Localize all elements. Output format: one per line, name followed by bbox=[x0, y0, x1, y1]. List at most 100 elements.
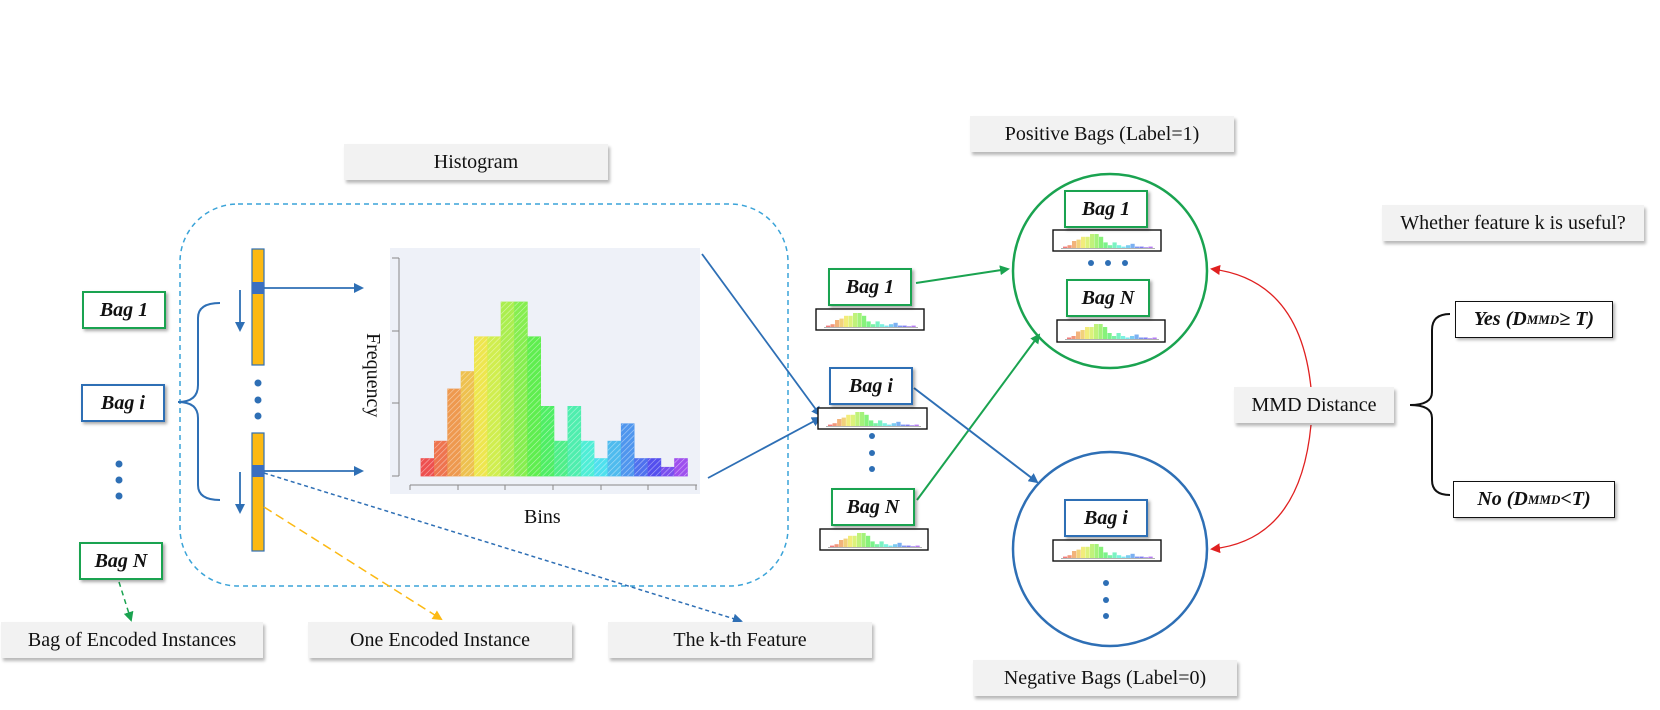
mini-histogram-bar bbox=[875, 321, 880, 327]
mini-histogram-bar bbox=[1094, 324, 1099, 339]
mini-histogram-bar bbox=[869, 420, 874, 426]
mini-histogram-bar bbox=[884, 544, 889, 547]
mini-histogram-bar bbox=[1143, 337, 1148, 339]
mini-histogram-bar bbox=[839, 540, 844, 547]
mini-histogram-bar bbox=[909, 425, 915, 426]
mini-histogram-bar bbox=[1076, 239, 1081, 248]
positive-bag-1: Bag 1 bbox=[1064, 190, 1148, 228]
mini-histogram-bar bbox=[907, 326, 912, 327]
mini-histogram-bar bbox=[1081, 546, 1086, 558]
mmd-arc-up bbox=[1210, 265, 1312, 389]
mini-histogram-bar bbox=[1130, 336, 1135, 339]
mini-histogram-bar bbox=[911, 325, 916, 327]
mini-histogram-bar bbox=[1098, 324, 1103, 339]
hist-to-bag-i-arrow-bottom bbox=[707, 417, 822, 479]
mini-histogram-bar bbox=[1134, 334, 1139, 339]
mini-histogram-bar bbox=[1108, 555, 1113, 558]
mini-histogram-bar bbox=[1085, 236, 1090, 248]
encoded-instance-bottom bbox=[251, 432, 265, 552]
mini-histogram-bar bbox=[1139, 556, 1144, 558]
mini-histogram-bar bbox=[1125, 337, 1130, 339]
mini-histogram-bar bbox=[848, 535, 853, 547]
mini-histogram-bar bbox=[1099, 236, 1104, 248]
mini-histogram-bar bbox=[900, 424, 906, 426]
mini-histogram-bar bbox=[839, 318, 844, 327]
mini-histogram-bar bbox=[1126, 555, 1131, 558]
histogram-bar-hatch bbox=[501, 302, 514, 476]
positive-bag-n: Bag N bbox=[1066, 279, 1150, 317]
mini-histogram-bar bbox=[880, 324, 885, 327]
mini-histogram-neg-i bbox=[1052, 539, 1162, 562]
left-bag-1: Bag 1 bbox=[82, 291, 166, 329]
mini-histogram-bar bbox=[1103, 327, 1108, 339]
positive-bags-caption: Positive Bags (Label=1) bbox=[970, 116, 1234, 152]
mini-histogram-bar bbox=[884, 325, 889, 327]
mini-histogram-bar bbox=[830, 545, 835, 547]
mini-histogram-bar bbox=[859, 412, 865, 426]
mini-histogram-bar bbox=[1121, 336, 1126, 339]
mini-histogram-bar bbox=[1135, 246, 1140, 248]
mini-histogram-bar bbox=[1063, 246, 1068, 248]
mini-histogram-bar bbox=[1121, 246, 1126, 248]
mini-histogram-bar bbox=[887, 424, 892, 426]
mini-histogram-bar bbox=[897, 542, 902, 547]
mini-histogram-bar bbox=[893, 322, 898, 327]
bins-axis-label: Bins bbox=[524, 506, 561, 528]
mini-histogram-bar bbox=[1117, 245, 1122, 248]
mini-histogram-bar bbox=[1085, 327, 1090, 339]
mini-histogram-bar bbox=[1067, 555, 1072, 558]
frequency-axis-label: Frequency bbox=[362, 333, 384, 418]
mini-histogram-mid-1 bbox=[815, 308, 925, 331]
mini-histogram-bar bbox=[1144, 557, 1149, 558]
mmd-arc-down bbox=[1210, 424, 1312, 554]
mini-histogram-bar bbox=[1072, 241, 1077, 248]
mini-histogram-bar bbox=[1117, 555, 1122, 558]
mini-histogram-bar bbox=[1112, 242, 1117, 248]
encoded-instance-top bbox=[251, 248, 265, 366]
histogram-bar-hatch bbox=[621, 423, 635, 476]
mini-histogram-bar bbox=[864, 414, 869, 426]
mini-histogram-bar bbox=[893, 544, 898, 547]
mini-histogram-bar bbox=[1076, 549, 1081, 558]
mini-histogram-bar bbox=[1116, 333, 1121, 339]
mini-histogram-bar bbox=[1112, 336, 1117, 339]
mini-histogram-bar bbox=[834, 544, 839, 547]
mini-histogram-bar bbox=[1152, 337, 1157, 339]
mini-histogram-bar bbox=[1076, 331, 1081, 339]
mini-histogram-bar bbox=[878, 420, 883, 426]
mini-histogram-bar bbox=[1144, 247, 1149, 248]
mini-histogram-bar bbox=[1072, 551, 1077, 558]
mini-histogram-bar bbox=[843, 538, 848, 547]
mini-histogram-bar bbox=[896, 421, 901, 426]
mini-histogram-bar bbox=[882, 423, 887, 426]
mini-histogram-bar bbox=[1094, 234, 1099, 248]
mini-histogram-bar bbox=[1148, 556, 1153, 558]
mini-histogram-bar bbox=[873, 423, 878, 426]
mini-histogram-bar bbox=[911, 546, 916, 547]
mini-histogram-bar bbox=[1126, 245, 1131, 248]
left-bag-i: Bag i bbox=[81, 384, 165, 422]
histogram-bar-hatch bbox=[581, 441, 594, 476]
histogram-bar-hatch bbox=[541, 406, 554, 476]
result-yes-suffix: ≥ T) bbox=[1559, 308, 1595, 330]
mini-histogram-bar bbox=[852, 535, 857, 547]
mini-histogram-bar bbox=[871, 324, 876, 327]
mini-histogram-bar bbox=[875, 544, 880, 547]
mini-histogram-bar bbox=[844, 315, 849, 327]
mini-histogram-bar bbox=[902, 325, 907, 327]
histogram-bar-hatch bbox=[461, 371, 474, 476]
histogram-bar-hatch bbox=[594, 458, 608, 476]
mini-histogram-bar bbox=[1112, 552, 1117, 558]
histogram-bar-hatch bbox=[607, 441, 621, 476]
mini-histogram-bar bbox=[853, 313, 858, 327]
histogram-bars bbox=[420, 301, 688, 477]
mini-histogram-bar bbox=[1148, 338, 1153, 340]
mini-histogram-bar bbox=[870, 541, 875, 547]
mini-histogram-bar bbox=[1067, 245, 1072, 248]
mini-histogram-bar bbox=[1148, 246, 1153, 248]
left-bag-n: Bag N bbox=[79, 542, 163, 580]
bag-of-encoded-caption: Bag of Encoded Instances bbox=[1, 622, 263, 658]
mini-histogram-bar bbox=[889, 324, 894, 327]
